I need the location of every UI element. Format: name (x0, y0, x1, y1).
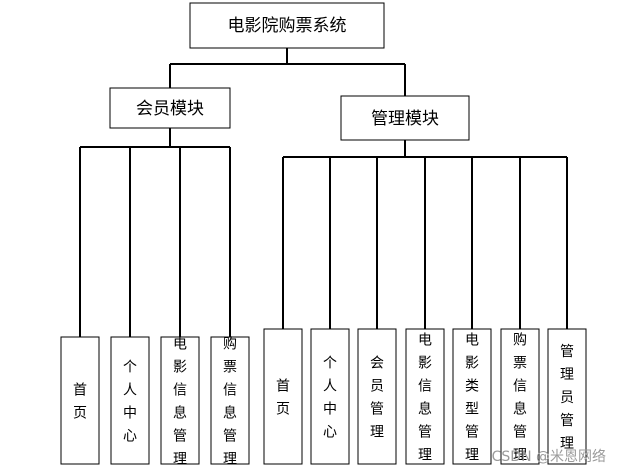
leaf-node: 会员管理 (357, 328, 397, 465)
admin-leaf-nodes: 首页 个人中心 会员管理 电影信息管理 电影类型管理 购票信息管理 管理员管理 (263, 328, 587, 465)
connector-lines (79, 48, 568, 337)
leaf-node: 首页 (60, 336, 100, 465)
module-node-admin: 管理模块 (340, 95, 470, 141)
leaf-node: 购票信息管理 (210, 336, 250, 468)
leaf-node: 首页 (263, 328, 303, 465)
leaf-label: 会员管理 (370, 356, 384, 441)
leaf-node: 购票信息管理 (500, 328, 540, 465)
module-node-member: 会员模块 (109, 87, 231, 129)
leaf-label: 个人中心 (323, 356, 337, 441)
leaf-label: 管理员管理 (560, 344, 574, 452)
leaf-node: 电影类型管理 (452, 328, 492, 465)
module-label: 会员模块 (136, 99, 204, 119)
root-label: 电影院购票系统 (228, 16, 347, 36)
leaf-node: 电影信息管理 (405, 328, 445, 465)
module-label: 管理模块 (371, 109, 439, 129)
leaf-label: 购票信息管理 (223, 337, 237, 468)
leaf-node: 个人中心 (310, 328, 350, 465)
watermark-text: CSDN @米恩网络 (492, 449, 606, 465)
leaf-label: 首页 (276, 379, 290, 418)
leaf-node: 电影信息管理 (160, 336, 200, 468)
member-leaf-nodes: 首页 个人中心 电影信息管理 购票信息管理 (60, 336, 250, 468)
leaf-node: 个人中心 (110, 336, 150, 465)
leaf-node: 管理员管理 (547, 328, 587, 465)
leaf-label: 电影信息管理 (418, 333, 432, 464)
leaf-label: 电影类型管理 (465, 333, 479, 464)
leaf-label: 电影信息管理 (173, 337, 187, 468)
root-node: 电影院购票系统 (189, 2, 385, 49)
leaf-label: 购票信息管理 (513, 333, 527, 464)
leaf-label: 首页 (73, 383, 87, 422)
leaf-label: 个人中心 (123, 360, 137, 445)
